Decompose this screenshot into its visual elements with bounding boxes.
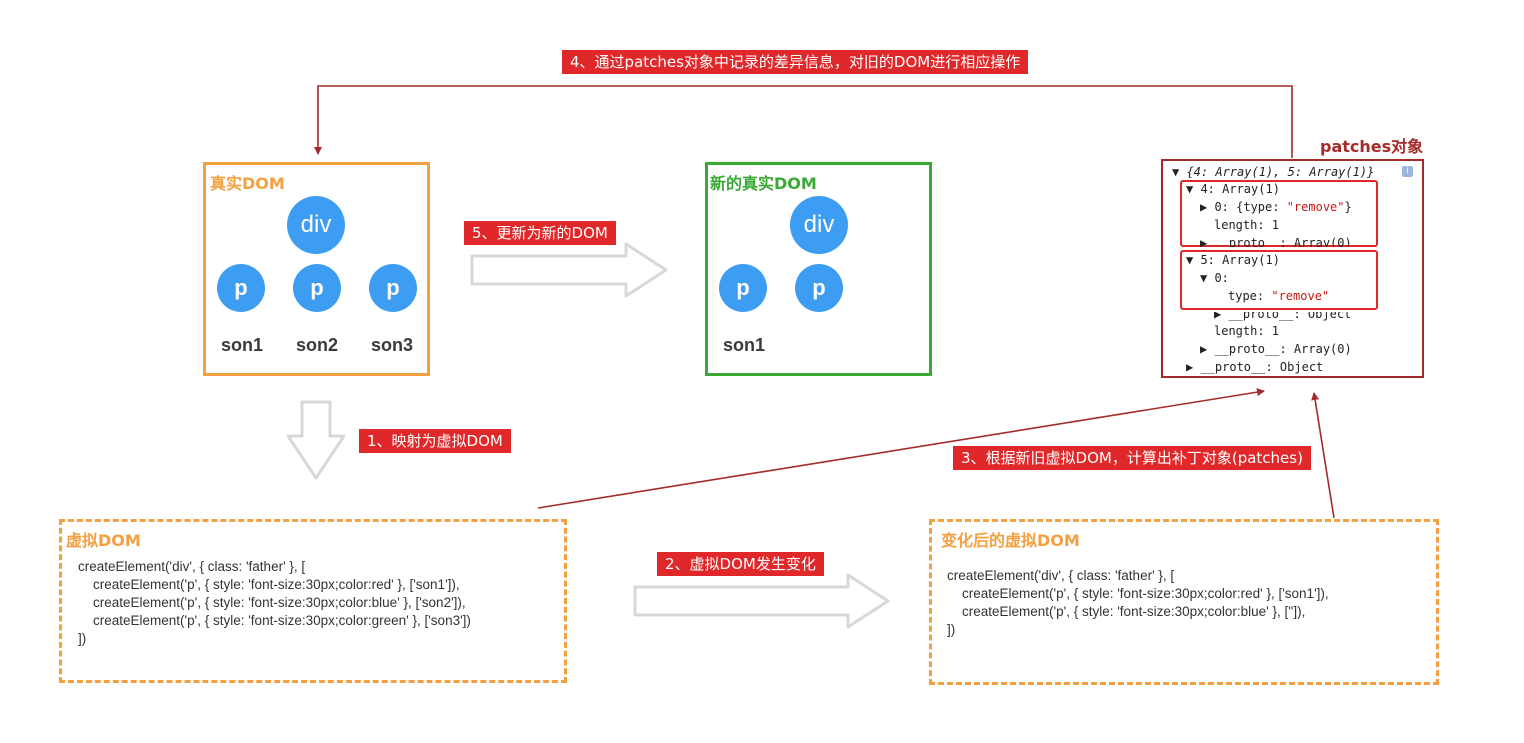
changed-virtual-dom-code-line-3: createElement('p', { style: 'font-size:3… xyxy=(947,604,1306,619)
console-line-4-item-end: } xyxy=(1344,200,1352,214)
virtual-dom-code-line-2: createElement('p', { style: 'font-size:3… xyxy=(78,577,460,592)
virtual-dom-code-line-1: createElement('div', { class: 'father' }… xyxy=(78,559,306,574)
virtual-dom-title: 虚拟DOM xyxy=(66,531,141,550)
console-line-4-array[interactable]: ▼ 4: Array(1) xyxy=(1186,182,1280,196)
real-dom-son-label-3: son3 xyxy=(371,335,414,355)
step4-label: 4、通过patches对象中记录的差异信息，对旧的DOM进行相应操作 xyxy=(562,50,1029,74)
patches-box xyxy=(1161,159,1424,378)
new-real-dom-title: 新的真实DOM xyxy=(710,174,817,193)
new-real-dom-root-node: div xyxy=(790,196,848,254)
console-line-5-array[interactable]: ▼ 5: Array(1) xyxy=(1186,253,1280,267)
step3-label: 3、根据新旧虚拟DOM，计算出补丁对象(patches) xyxy=(953,446,1311,470)
virtual-dom-code-line-5: ]) xyxy=(78,631,87,646)
console-line-5-type: type: "remove" xyxy=(1228,288,1329,306)
block-arrow-step1 xyxy=(286,400,346,480)
patches-title: patches对象 xyxy=(1320,137,1424,156)
patch-4-highlight xyxy=(1180,180,1378,247)
arrow-step3-from-virtual xyxy=(537,388,1265,509)
changed-virtual-dom-code: createElement('div', { class: 'father' }… xyxy=(947,567,1329,639)
console-line-5-item-proto[interactable]: ▶ __proto__: Object xyxy=(1214,312,1351,322)
console-line-5-item-proto-text: ▶ __proto__: Object xyxy=(1214,312,1352,321)
arrow-step3-from-changed xyxy=(1311,392,1335,519)
step1-label: 1、映射为虚拟DOM xyxy=(359,429,511,453)
real-dom-son-label-2: son2 xyxy=(296,335,339,355)
new-real-dom-box xyxy=(705,162,932,376)
patch-5-highlight xyxy=(1180,250,1378,310)
block-arrow-step5 xyxy=(470,242,668,298)
step5-label: 5、更新为新的DOM xyxy=(464,221,616,245)
info-icon: i xyxy=(1402,166,1413,177)
real-dom-root-node: div xyxy=(287,196,345,254)
real-dom-child-node-3: p xyxy=(369,264,417,312)
changed-virtual-dom-code-line-4: ]) xyxy=(947,622,956,637)
console-line-5-type-key: type: xyxy=(1228,289,1272,303)
console-line-4-length: length: 1 xyxy=(1214,218,1280,232)
console-line-5-length: length: 1 xyxy=(1214,324,1280,338)
changed-virtual-dom-code-line-1: createElement('div', { class: 'father' }… xyxy=(947,568,1175,583)
arrow-step4 xyxy=(314,85,1293,158)
new-real-dom-child-node-2: p xyxy=(795,264,843,312)
step2-label: 2、虚拟DOM发生变化 xyxy=(657,552,824,576)
console-line-root[interactable]: ▼ {4: Array(1), 5: Array(1)} xyxy=(1172,165,1375,179)
console-line-4-proto[interactable]: ▶ __proto__: Array(0) xyxy=(1200,236,1352,247)
virtual-dom-box xyxy=(59,519,567,683)
new-real-dom-child-node-1: p xyxy=(719,264,767,312)
real-dom-child-node-1: p xyxy=(217,264,265,312)
real-dom-child-node-2: p xyxy=(293,264,341,312)
console-line-4-item[interactable]: ▶ 0: {type: "remove"} xyxy=(1200,199,1352,217)
block-arrow-step2 xyxy=(633,573,890,629)
changed-virtual-dom-title: 变化后的虚拟DOM xyxy=(941,531,1080,550)
real-dom-son-label-1: son1 xyxy=(221,335,264,355)
console-line-5-proto[interactable]: ▶ __proto__: Array(0) xyxy=(1200,342,1352,356)
console-line-5-item[interactable]: ▼ 0: xyxy=(1200,271,1229,285)
real-dom-title: 真实DOM xyxy=(210,174,285,193)
virtual-dom-code: createElement('div', { class: 'father' }… xyxy=(78,558,471,648)
console-line-5-type-value: "remove" xyxy=(1271,289,1330,303)
new-real-dom-son-label-1: son1 xyxy=(723,335,766,355)
real-dom-box xyxy=(203,162,430,376)
console-line-4-item-key: ▶ 0: {type: xyxy=(1200,200,1287,214)
console-line-4-item-value: "remove" xyxy=(1286,200,1345,214)
virtual-dom-code-line-4: createElement('p', { style: 'font-size:3… xyxy=(78,613,471,628)
changed-virtual-dom-box xyxy=(929,519,1439,685)
virtual-dom-code-line-3: createElement('p', { style: 'font-size:3… xyxy=(78,595,466,610)
console-line-root-proto[interactable]: ▶ __proto__: Object xyxy=(1186,360,1324,374)
changed-virtual-dom-code-line-2: createElement('p', { style: 'font-size:3… xyxy=(947,586,1329,601)
